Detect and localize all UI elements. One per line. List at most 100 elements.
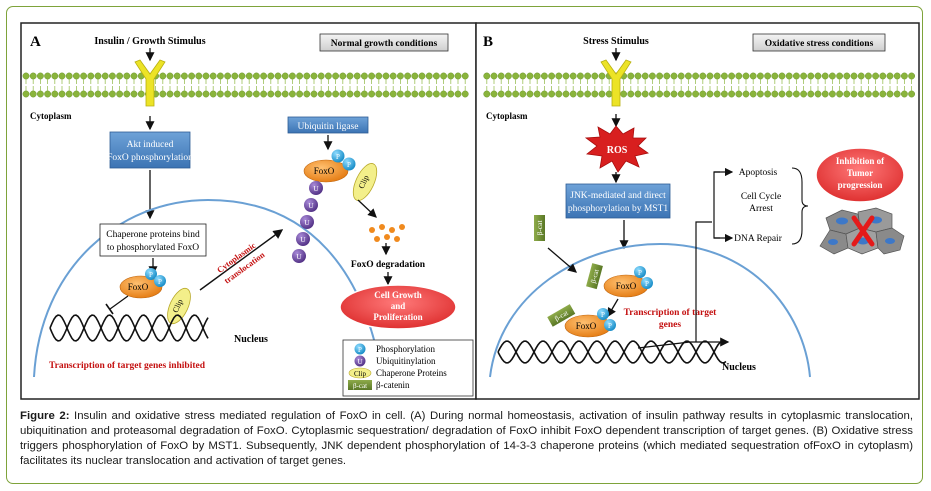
panel-a-nucleus: Nucleus [234, 334, 268, 345]
panel-a-cytoplasm: Cytoplasm [30, 111, 72, 121]
p-label-b3: P [601, 311, 605, 319]
p-label-b2: P [645, 280, 649, 288]
arrest-line1: Cell Cycle [741, 192, 781, 202]
oxidative-condition-box [752, 33, 886, 52]
foxo-complex-cytoplasm [303, 149, 378, 201]
figure-caption: Figure 2: Insulin and oxidative stress m… [20, 409, 913, 469]
u-label-5: U [296, 252, 302, 261]
outcome-brace [791, 167, 809, 245]
p-label-b1: P [638, 269, 642, 277]
legend-chaperone: Chaperone Proteins [376, 368, 447, 378]
outcome-connector [695, 221, 712, 342]
growth-line1: Cell Growth [374, 290, 422, 300]
jnk-box [565, 183, 671, 219]
foxo-complex-b-upper [586, 263, 653, 298]
panel-a-condition: Normal growth conditions [331, 39, 438, 49]
cross-icon [851, 215, 875, 247]
legend-u-icon [354, 355, 366, 367]
chaperone-box [99, 223, 207, 257]
inhibition-line3: progression [838, 180, 883, 190]
p-label-a2: P [158, 278, 162, 286]
apoptosis-label: Apoptosis [739, 168, 778, 178]
growth-line3: Proliferation [373, 312, 422, 322]
panel-b-condition: Oxidative stress conditions [765, 39, 874, 49]
transcription-arrow [637, 337, 730, 349]
transcription-line2: genes [659, 320, 681, 330]
panel-b-nucleus: Nucleus [722, 362, 756, 373]
legend-clip-icon [348, 367, 372, 379]
transcription-inhibited: Transcription of target genes inhibited [49, 361, 206, 371]
nucleus-a-envelope [33, 198, 383, 378]
akt-line1: Akt induced [127, 140, 174, 150]
cell-membrane [22, 72, 915, 98]
ubiquitin-ligase-box [287, 116, 369, 134]
legend-bcat-symbol: β-cat [353, 382, 367, 390]
legend-bcat-icon [348, 380, 372, 390]
legend-p-symbol: P [358, 346, 362, 354]
panel-b-letter: B [483, 34, 493, 50]
tumor-cells [819, 207, 905, 255]
inhibition-line [109, 295, 129, 310]
inhibition-bar [105, 303, 114, 315]
degradation-fragments [369, 224, 405, 242]
growth-oval [339, 284, 457, 330]
caption-label: Figure 2: [20, 410, 70, 422]
legend-u-symbol: U [357, 358, 362, 366]
inhibition-oval [815, 147, 905, 203]
u-label-3: U [304, 218, 310, 227]
ros-label: ROS [607, 145, 628, 156]
foxo-label-b1: FoxO [616, 281, 637, 291]
foxo-label-b2: FoxO [576, 321, 597, 331]
jnk-line2: phosphorylation by MST1 [568, 204, 669, 214]
legend-ubiquitinylation: Ubiquitinylation [376, 356, 436, 366]
p-label-a3: P [336, 153, 340, 161]
bcat-label-1: β-cat [535, 220, 544, 236]
panel-a-letter: A [30, 34, 41, 50]
foxo-label-a1: FoxO [128, 282, 149, 292]
jnk-line1: JNK-mediated and direct [570, 191, 666, 201]
chaperone-line1: Chaperone proteins bind [106, 230, 200, 240]
ubiquitin-ligase-label: Ubiquitin ligase [298, 122, 359, 132]
panel-b-cytoplasm: Cytoplasm [486, 111, 528, 121]
arrow-to-degradation [357, 199, 377, 218]
legend-phosphorylation: Phosphorylation [376, 344, 436, 354]
legend-clip-symbol: Clip [354, 370, 367, 378]
ros-burst [584, 125, 649, 173]
inhibition-line2: Tumor [847, 168, 873, 178]
ubiquitin-chain [292, 181, 323, 263]
dna-repair-label: DNA Repair [734, 234, 783, 244]
arrest-line2: Arrest [749, 204, 773, 214]
u-label-4: U [300, 235, 306, 244]
stress-receptor [600, 59, 632, 107]
panel-a-stimulus: Insulin / Growth Stimulus [94, 36, 205, 47]
foxo-label-a2: FoxO [314, 166, 335, 176]
inhibition-line1: Inhibition of [836, 156, 885, 166]
figure-panels: A Insulin / Growth Stimulus Normal growt… [20, 22, 920, 400]
transcription-line1: Transcription of target [624, 308, 718, 318]
growth-line2: and [391, 301, 406, 311]
nucleus-b-envelope [489, 242, 811, 378]
legend-bcatenin: β-catenin [376, 380, 410, 390]
degradation-label: FoxO degradation [351, 260, 426, 270]
bcat-label-2: β-cat [589, 268, 600, 284]
caption-text: Insulin and oxidative stress mediated re… [20, 410, 913, 467]
legend-p-icon [354, 343, 366, 355]
p-label-a1: P [149, 271, 153, 279]
arrow-to-lower-complex [607, 298, 619, 318]
translocation-arrow [199, 229, 284, 291]
foxo-complex-b-lower [547, 304, 616, 338]
panel-b-stimulus: Stress Stimulus [583, 36, 649, 47]
u-label-1: U [313, 184, 319, 193]
chaperone-line2: to phosphorylated FoxO [107, 243, 199, 253]
insulin-receptor [134, 59, 166, 107]
bcat-cytoplasm [534, 215, 545, 241]
akt-line2: FoxO phosphorylation [107, 153, 193, 163]
p-label-a4: P [347, 161, 351, 169]
dna-a [49, 314, 209, 342]
akt-box [109, 131, 191, 169]
p-label-b4: P [608, 322, 612, 330]
condition-box [319, 33, 449, 52]
dna-b [497, 340, 727, 364]
u-label-2: U [308, 201, 314, 210]
arrow-bcat-to-nucleus [547, 247, 577, 273]
